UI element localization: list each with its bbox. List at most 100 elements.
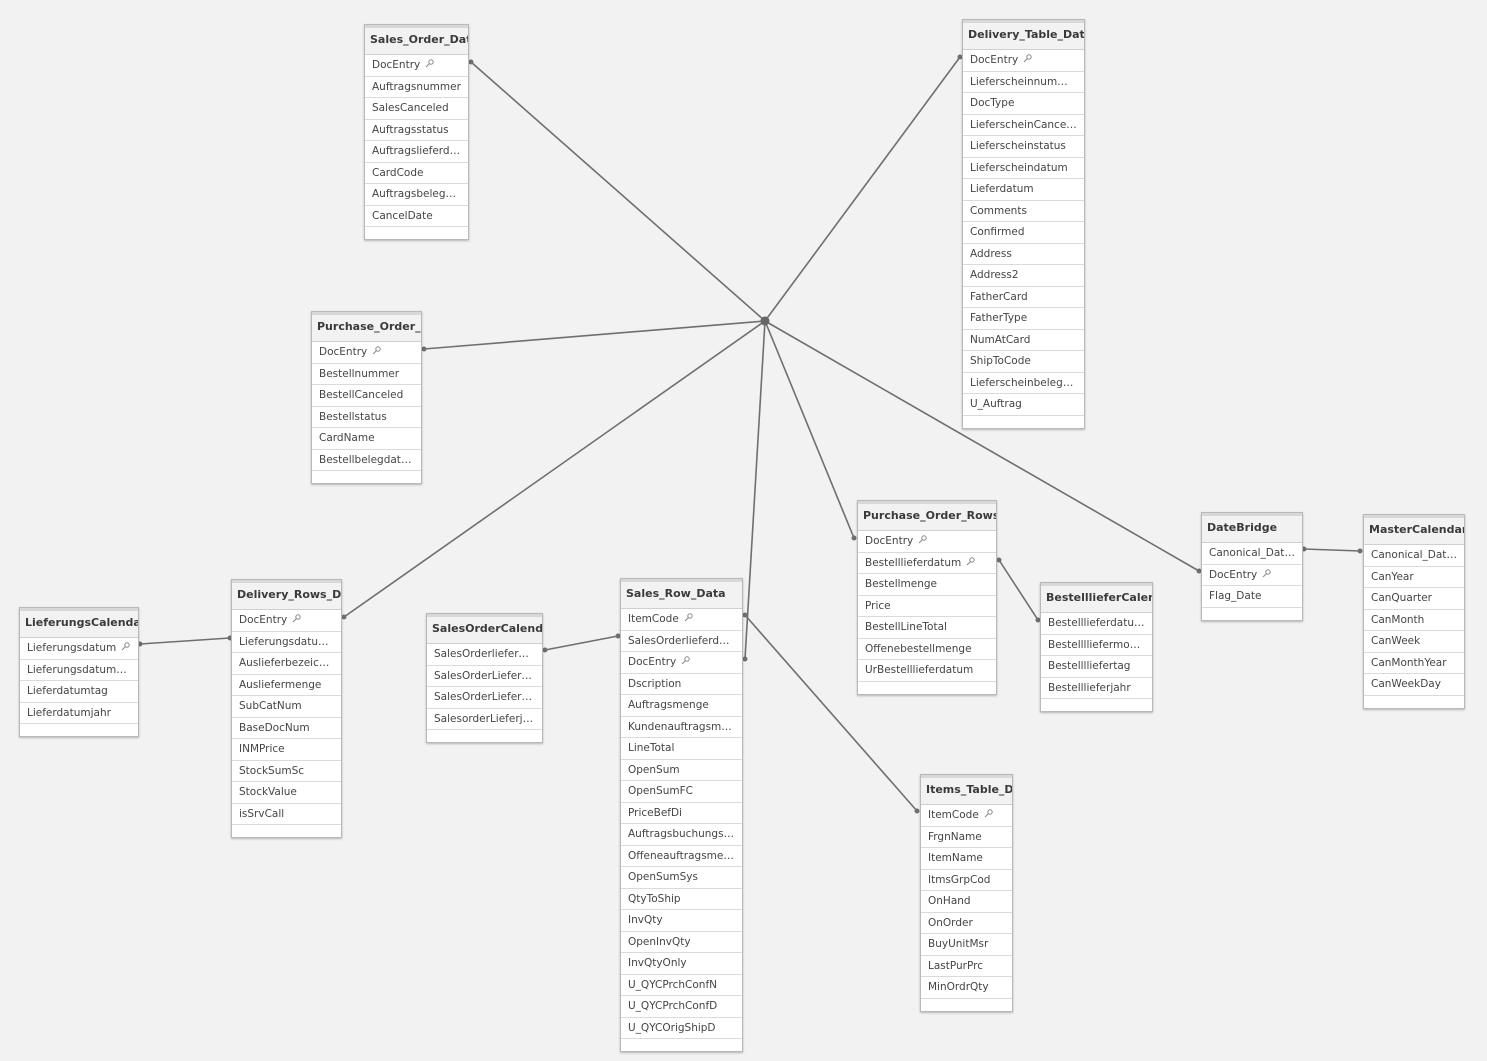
field-row[interactable]: StockSumSc [232,761,341,782]
field-row[interactable]: CardCode [365,163,468,184]
field-row[interactable]: FatherCard [963,287,1084,308]
field-row[interactable]: OnOrder [921,913,1012,934]
field-row[interactable]: LieferscheinCanceled [963,115,1084,136]
field-row[interactable]: Bestellbelegdatum [312,450,421,471]
field-row[interactable]: Auftragslieferdatum [365,141,468,163]
field-row[interactable]: NumAtCard [963,330,1084,351]
field-row[interactable]: Auslieferbezeichnung [232,653,341,675]
field-row[interactable]: Lieferscheinstatus [963,136,1084,158]
field-row[interactable]: OpenSum [621,760,742,781]
field-row[interactable]: Comments [963,201,1084,222]
field-row[interactable]: DocEntry [232,610,341,632]
field-row[interactable]: OpenSumFC [621,781,742,803]
field-row[interactable]: PriceBefDi [621,803,742,824]
field-row[interactable]: OnHand [921,891,1012,913]
field-row[interactable]: Auftragsbuchungsdatum [621,824,742,846]
field-row[interactable]: Offeneauftragsmenge [621,846,742,867]
field-row[interactable]: Lieferdatumtag [20,681,138,703]
field-row[interactable]: Flag_Date [1202,586,1302,608]
field-row[interactable]: BaseDocNum [232,718,341,739]
field-row[interactable]: Bestellstatus [312,407,421,428]
field-row[interactable]: MinOrdrQty [921,977,1012,999]
table-delivery-rows-data[interactable]: Delivery_Rows_DataDocEntryLieferungsdatu… [231,579,342,838]
field-row[interactable]: CardName [312,428,421,450]
table-sales-order-data[interactable]: Sales_Order_DataDocEntryAuftragsnummerSa… [364,24,469,240]
field-row[interactable]: Lieferdatum [963,179,1084,201]
field-row[interactable]: Bestelllieferdatum [858,553,996,574]
field-row[interactable]: Lieferungsdatum [232,632,341,653]
field-row[interactable]: Bestelllliefertag [1041,656,1152,678]
field-row[interactable]: Lieferscheinnummer [963,72,1084,93]
field-row[interactable]: DocType [963,93,1084,115]
field-row[interactable]: InvQtyOnly [621,953,742,975]
field-row[interactable]: Auftragsbelegdatum [365,184,468,206]
field-row[interactable]: LastPurPrc [921,956,1012,977]
field-row[interactable]: BestellCanceled [312,385,421,407]
field-row[interactable]: isSrvCall [232,804,341,825]
field-row[interactable]: U_QYCPrchConfN [621,975,742,996]
field-row[interactable]: Offenebestellmenge [858,639,996,660]
field-row[interactable]: INMPrice [232,739,341,761]
field-row[interactable]: Bestelllieferjahr [1041,678,1152,699]
field-row[interactable]: BestellLineTotal [858,617,996,639]
field-row[interactable]: Lieferdatumjahr [20,703,138,724]
field-row[interactable]: Bestellnummer [312,364,421,385]
field-row[interactable]: SalesOrderLiefermonat [427,666,542,687]
field-row[interactable]: DocEntry [858,531,996,553]
field-row[interactable]: Ausliefermenge [232,675,341,696]
field-row[interactable]: DocEntry [1202,565,1302,586]
field-row[interactable]: U_QYCPrchConfD [621,996,742,1018]
table-bestelllieferCalendar[interactable]: BestelllieferCalendarBestelllieferdatumB… [1040,582,1153,712]
field-row[interactable]: Lieferscheindatum [963,158,1084,179]
table-salesordercalendar[interactable]: SalesOrderCalendarSalesOrderlieferdatu..… [426,613,543,743]
field-row[interactable]: LineTotal [621,738,742,760]
field-row[interactable]: BuyUnitMsr [921,934,1012,956]
field-row[interactable]: CanMonthYear [1364,653,1464,674]
field-row[interactable]: Address2 [963,265,1084,287]
field-row[interactable]: Auftragsnummer [365,77,468,98]
field-row[interactable]: ItemCode [621,609,742,631]
field-row[interactable]: OpenSumSys [621,867,742,889]
field-row[interactable]: Auftragsstatus [365,120,468,141]
field-row[interactable]: Lieferscheinbelegdatum [963,373,1084,394]
field-row[interactable]: Price [858,596,996,617]
field-row[interactable]: Dscription [621,674,742,695]
field-row[interactable]: Lieferungsdatummonat [20,660,138,681]
field-row[interactable]: Bestellmenge [858,574,996,596]
field-row[interactable]: SalesOrderLiefertag [427,687,542,709]
field-row[interactable]: SalesorderLieferjahr [427,709,542,730]
field-row[interactable]: DocEntry [621,652,742,674]
field-row[interactable]: CanYear [1364,567,1464,588]
field-row[interactable]: Confirmed [963,222,1084,244]
field-row[interactable]: SalesCanceled [365,98,468,120]
field-row[interactable]: SalesOrderlieferdatu... [621,631,742,652]
field-row[interactable]: Lieferungsdatum [20,638,138,660]
field-row[interactable]: FrgnName [921,827,1012,848]
field-row[interactable]: FatherType [963,308,1084,330]
field-row[interactable]: DocEntry [365,55,468,77]
field-row[interactable]: ShipToCode [963,351,1084,373]
field-row[interactable]: CanWeek [1364,631,1464,653]
field-row[interactable]: Auftragsmenge [621,695,742,717]
field-row[interactable]: Canonical_Date [1364,545,1464,567]
field-row[interactable]: SubCatNum [232,696,341,718]
field-row[interactable]: UrBestelllieferdatum [858,660,996,682]
field-row[interactable]: DocEntry [312,342,421,364]
table-items-table-data[interactable]: Items_Table_DataItemCodeFrgnNameItemName… [920,774,1013,1012]
field-row[interactable]: CanMonth [1364,610,1464,631]
table-purchase-order-data[interactable]: Purchase_Order_DataDocEntryBestellnummer… [311,311,422,484]
field-row[interactable]: Canonical_Date [1202,543,1302,565]
field-row[interactable]: SalesOrderlieferdatu... [427,644,542,666]
field-row[interactable]: ItemCode [921,805,1012,827]
field-row[interactable]: ItemName [921,848,1012,870]
field-row[interactable]: CancelDate [365,206,468,227]
field-row[interactable]: InvQty [621,910,742,932]
field-row[interactable]: QtyToShip [621,889,742,910]
table-purchase-order-rows-data[interactable]: Purchase_Order_Rows_DataDocEntryBestelll… [857,500,997,695]
field-row[interactable]: U_QYCOrigShipD [621,1018,742,1039]
